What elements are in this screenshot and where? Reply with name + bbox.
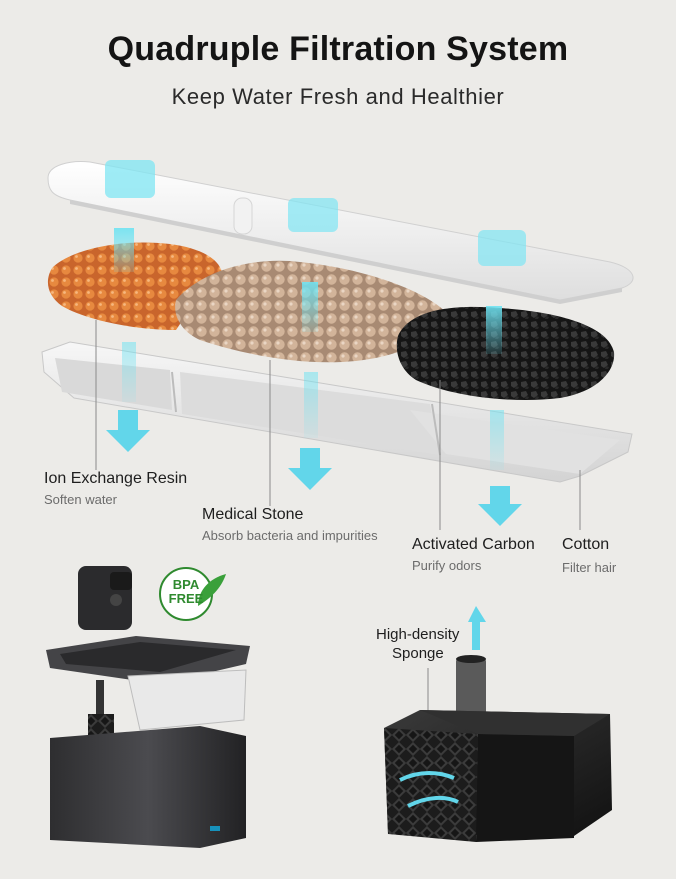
layer-desc-carbon: Purify odors [412,558,482,573]
water-flow-glow [105,160,526,266]
layer-label-stone: Medical Stone [202,506,304,523]
page-subtitle: Keep Water Fresh and Healthier [171,84,505,109]
page-title: Quadruple Filtration System [107,30,569,68]
sponge-label-line2: Sponge [392,645,444,662]
up-arrow-icon [468,606,486,650]
leader-lines [95,320,581,728]
free-line: FREE [168,591,204,606]
down-arrow-icon [106,410,150,452]
down-arrow-icon [288,448,332,490]
water-beams [114,228,504,470]
down-arrows [106,410,522,526]
down-arrow-icon [478,486,522,526]
fountain-device [46,566,250,848]
layer-label-carbon: Activated Carbon [412,536,535,553]
layer-desc-stone: Absorb bacteria and impurities [202,528,378,543]
pump-with-sponge [384,655,612,842]
activated-carbon-chunks [396,306,615,400]
layer-desc-cotton: Filter hair [562,560,617,575]
layer-label-resin: Ion Exchange Resin [44,470,188,487]
layer-label-cotton: Cotton [562,536,610,553]
bpa-free-text: BPA FREE [162,578,210,606]
layer-desc-resin: Soften water [44,492,117,507]
bpa-free-badge [159,567,226,621]
bpa-line: BPA [172,577,200,592]
sponge-label-line1: High-density [376,626,460,643]
